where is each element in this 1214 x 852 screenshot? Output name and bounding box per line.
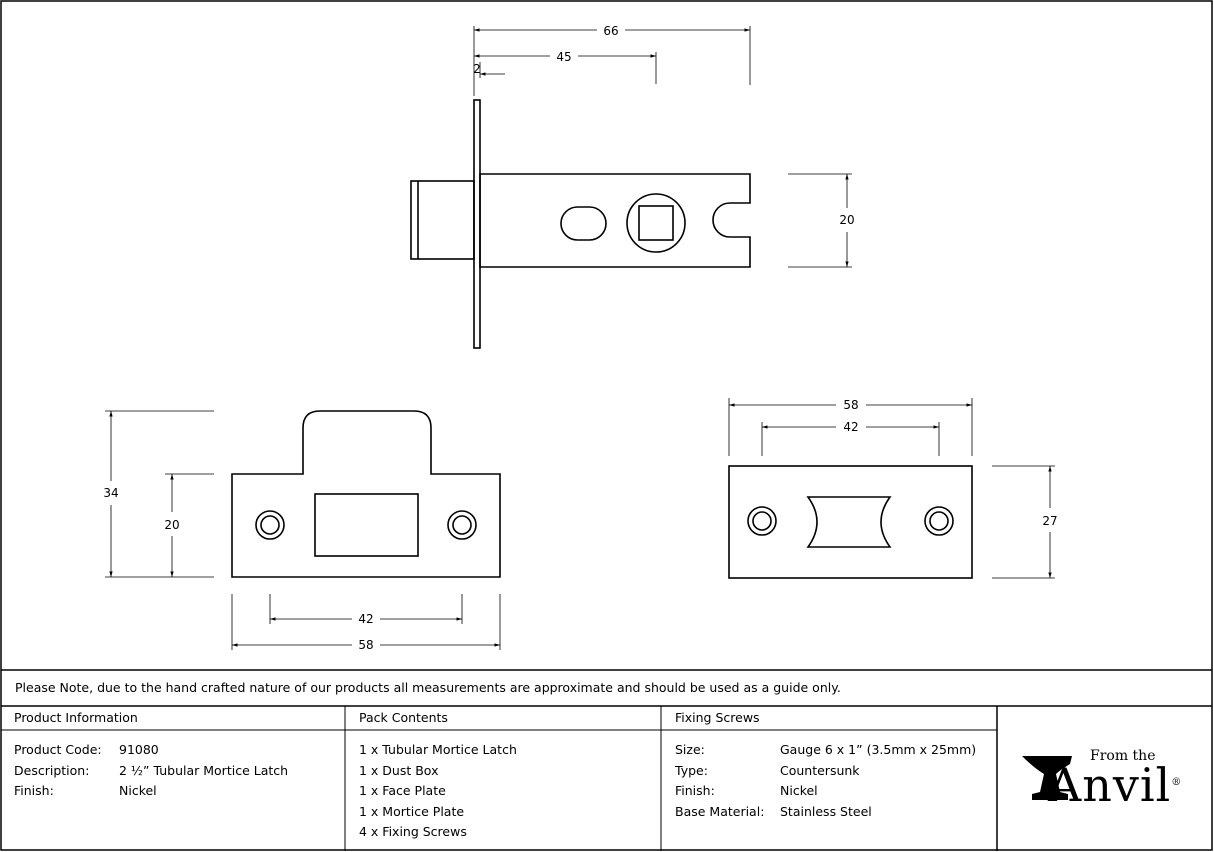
- dim-left-width: 58: [358, 638, 373, 652]
- latch-faceplate: [473, 99, 481, 349]
- registered-mark: ®: [1171, 777, 1183, 788]
- anvil-icon: [1022, 756, 1072, 800]
- latch-body: [479, 173, 751, 268]
- description-label: Description:: [14, 762, 90, 778]
- mortice-plate-screw-hole-right: [924, 506, 954, 536]
- screw-material-value: Stainless Steel: [780, 803, 872, 819]
- product-information-heading: Product Information: [14, 710, 138, 725]
- screw-type-row: Type: Countersunk: [675, 761, 976, 782]
- finish-label: Finish:: [14, 783, 54, 799]
- product-information-body: Product Code: 91080 Description: 2 ½” Tu…: [14, 740, 288, 802]
- screw-finish-label: Finish:: [675, 783, 715, 799]
- screw-type-label: Type:: [675, 762, 708, 778]
- screw-material-label: Base Material:: [675, 803, 765, 819]
- fixing-screws-heading: Fixing Screws: [675, 710, 760, 725]
- face-plate-dimensions: [105, 410, 501, 650]
- product-information-panel: Product Information Product Code: 91080 …: [0, 706, 345, 852]
- logo-wordmark: Anvil®: [1030, 760, 1182, 808]
- face-plate-aperture: [314, 493, 419, 557]
- product-code-row: Product Code: 91080: [14, 740, 288, 761]
- dim-right-width: 58: [843, 398, 858, 412]
- dim-left-screw-spacing: 42: [358, 612, 373, 626]
- latch-side-view: [410, 99, 751, 349]
- latch-slot: [560, 206, 607, 241]
- product-code-label: Product Code:: [14, 742, 102, 757]
- fixing-screws-panel: Fixing Screws Size: Gauge 6 x 1” (3.5mm …: [661, 706, 997, 852]
- fixing-screws-body: Size: Gauge 6 x 1” (3.5mm x 25mm) Type: …: [675, 740, 976, 822]
- product-code-value: 91080: [119, 742, 159, 757]
- pack-item: 4 x Fixing Screws: [359, 824, 467, 840]
- screw-finish-row: Finish: Nickel: [675, 781, 976, 802]
- latch-spindle-square: [638, 205, 674, 241]
- logo-tagline: From the: [1090, 748, 1156, 764]
- screw-material-row: Base Material: Stainless Steel: [675, 802, 976, 823]
- screw-size-label: Size:: [675, 742, 705, 757]
- screw-type-value: Countersunk: [780, 762, 860, 778]
- screw-size-row: Size: Gauge 6 x 1” (3.5mm x 25mm): [675, 740, 976, 761]
- dim-top-overall: 66: [603, 24, 618, 38]
- dim-right-screw-spacing: 42: [843, 420, 858, 434]
- face-plate-outline: [231, 410, 501, 578]
- mortice-plate-dimensions: [728, 398, 1055, 579]
- dim-left-plate-height: 20: [164, 518, 179, 532]
- pack-item: 1 x Mortice Plate: [359, 803, 465, 819]
- pack-contents-panel: Pack Contents 1 x Tubular Mortice Latch …: [345, 706, 661, 852]
- face-plate-screw-hole-left-inner: [260, 515, 280, 535]
- face-plate-screw-hole-right-inner: [452, 515, 472, 535]
- screw-size-value: Gauge 6 x 1” (3.5mm x 25mm): [780, 742, 977, 757]
- dim-top-plate: 2: [473, 62, 481, 76]
- description-row: Description: 2 ½” Tubular Mortice Latch: [14, 761, 288, 782]
- mortice-plate-outline: [728, 465, 973, 579]
- face-plate-screw-hole-right: [447, 510, 477, 540]
- mortice-plate-screw-hole-left-inner: [752, 511, 772, 531]
- latch-spindle-boss: [626, 193, 686, 253]
- face-plate-screw-hole-left: [255, 510, 285, 540]
- logo-wordmark-text: Anvil: [1048, 758, 1172, 813]
- finish-row: Finish: Nickel: [14, 781, 288, 802]
- dim-right-height: 27: [1042, 514, 1057, 528]
- latch-dimensions: [473, 26, 852, 268]
- pack-item: 1 x Face Plate: [359, 783, 446, 799]
- pack-item: 1 x Dust Box: [359, 762, 439, 778]
- pack-contents-heading: Pack Contents: [359, 710, 448, 725]
- description-value: 2 ½” Tubular Mortice Latch: [119, 762, 289, 778]
- disclaimer-note: Please Note, due to the hand crafted nat…: [15, 680, 841, 695]
- pack-item: 1 x Tubular Mortice Latch: [359, 742, 517, 757]
- from-the-anvil-logo: From the Anvil®: [1020, 748, 1190, 808]
- mortice-plate-screw-hole-left: [747, 506, 777, 536]
- dim-top-height: 20: [839, 213, 854, 227]
- mortice-plate-aperture: [806, 496, 892, 548]
- latch-bolt: [410, 180, 475, 260]
- face-plate-view: [231, 410, 501, 578]
- pack-contents-list: 1 x Tubular Mortice Latch 1 x Dust Box 1…: [359, 740, 517, 843]
- dim-top-body: 45: [556, 50, 571, 64]
- mortice-plate-view: [728, 465, 973, 579]
- mortice-plate-screw-hole-right-inner: [929, 511, 949, 531]
- finish-value: Nickel: [119, 783, 157, 799]
- dim-left-total-height: 34: [103, 486, 118, 500]
- screw-finish-value: Nickel: [780, 783, 818, 799]
